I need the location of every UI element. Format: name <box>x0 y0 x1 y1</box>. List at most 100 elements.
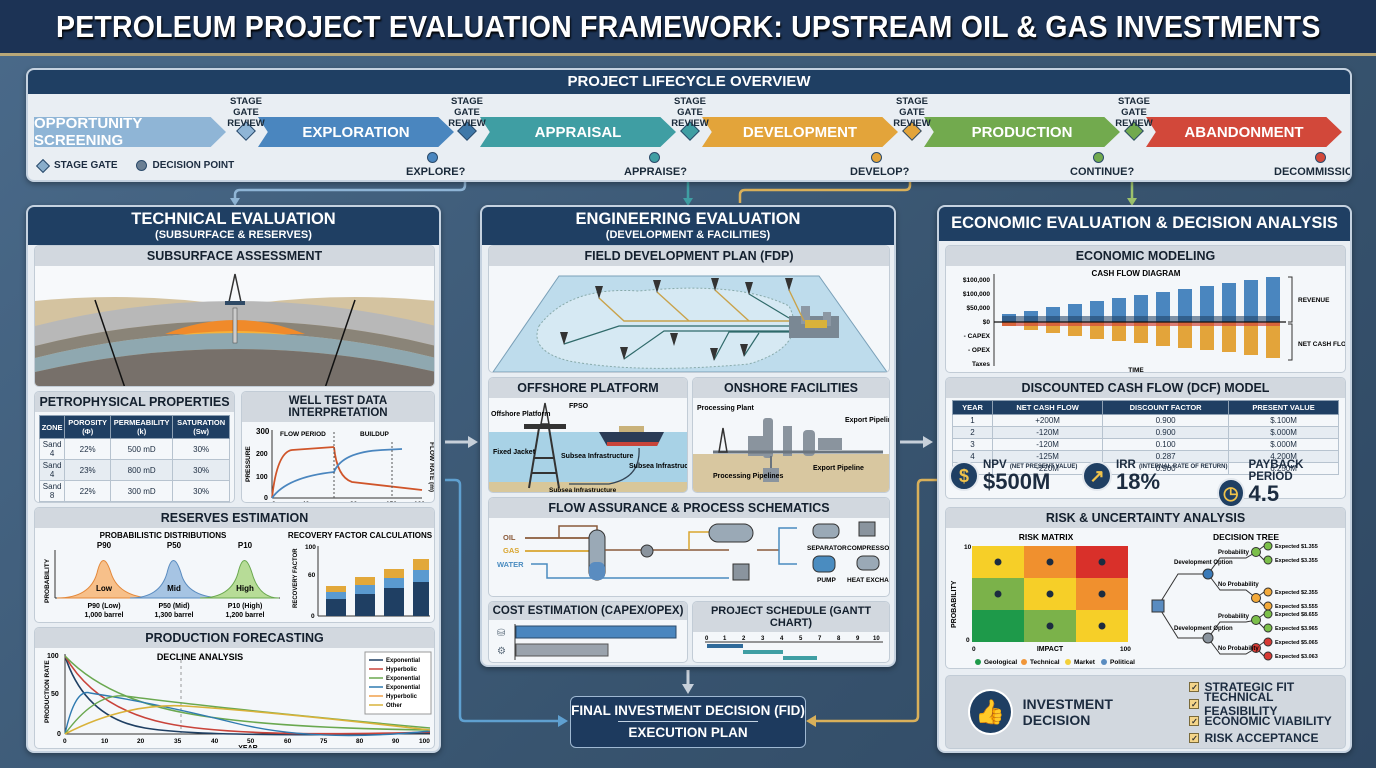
decision-point-icon[interactable] <box>871 152 882 163</box>
stage-gate-legend-icon <box>35 158 51 173</box>
forecast-legend: Exponential Hyperbolic Exponential Expon… <box>364 651 432 715</box>
stage-production[interactable]: PRODUCTION <box>924 117 1120 147</box>
checklist-item[interactable]: ✓RISK ACCEPTANCE <box>1189 730 1319 745</box>
irr-kpi: ↗ IRR (INTERNAL RATE OF RETURN)18% <box>1082 459 1227 493</box>
svg-text:$100,000: $100,000 <box>963 277 990 284</box>
svg-text:10: 10 <box>101 738 109 745</box>
decision-point-icon[interactable] <box>649 152 660 163</box>
svg-text:90: 90 <box>392 738 400 745</box>
checklist-item[interactable]: ✓STRATEGIC FIT <box>1189 679 1295 694</box>
svg-text:300: 300 <box>256 427 270 436</box>
production-forecasting: PRODUCTION FORECASTING DECLINE ANALYSIS … <box>34 627 435 749</box>
svg-text:No Probability: No Probability <box>1218 582 1259 588</box>
decision-point-icon[interactable] <box>1093 152 1104 163</box>
subsurface-assessment: SUBSURFACE ASSESSMENT <box>34 245 435 387</box>
svg-text:3: 3 <box>761 636 765 642</box>
decision-label: EXPLORE? <box>406 166 466 178</box>
risk-matrix-and-decision-tree: RISK MATRIX PROBABILITY 10 0 0 IMPACT 10… <box>951 532 1318 666</box>
offshore-platform-illustration: Offshore Platform FPSO Fixed Jacket Subs… <box>489 402 687 492</box>
svg-text:Processing Plant: Processing Plant <box>697 405 754 412</box>
svg-text:1,000 barrel: 1,000 barrel <box>85 612 124 619</box>
well-test-chart: 300 200 100 0 FLOW PERIOD BUILDUP 0 40 9… <box>245 427 434 503</box>
svg-text:PRESSURE: PRESSURE <box>245 446 252 482</box>
svg-text:- OPEX: - OPEX <box>968 347 991 354</box>
svg-text:COMPRESSOR: COMPRESSOR <box>847 545 890 552</box>
svg-text:GAS: GAS <box>503 546 519 555</box>
svg-text:P90 (Low): P90 (Low) <box>87 603 120 610</box>
decision-point-icon[interactable] <box>1315 152 1326 163</box>
checkbox-icon[interactable]: ✓ <box>1189 732 1200 743</box>
stage-appraisal[interactable]: APPRAISAL <box>480 117 676 147</box>
risk-uncertainty-analysis: RISK & UNCERTAINTY ANALYSIS RISK MATRIX … <box>945 507 1346 669</box>
svg-text:9: 9 <box>856 636 860 642</box>
svg-text:P10 (High): P10 (High) <box>228 603 263 610</box>
cost-bar-chart: ⛁ ⚙ <box>497 624 677 660</box>
lifecycle-legend: STAGE GATE DECISION POINT <box>35 158 234 173</box>
dollar-icon: $ <box>949 461 979 491</box>
svg-text:Export Pipeline: Export Pipeline <box>813 465 864 472</box>
svg-text:DECLINE ANALYSIS: DECLINE ANALYSIS <box>157 652 243 662</box>
svg-text:200: 200 <box>256 451 268 458</box>
svg-text:Exponential: Exponential <box>386 685 420 691</box>
svg-text:HEAT EXCHANGER: HEAT EXCHANGER <box>847 577 890 584</box>
decision-outcomes: Expected $1.355 Expected $3.355 Expected… <box>1263 541 1318 661</box>
svg-text:2: 2 <box>742 636 746 642</box>
svg-text:Low: Low <box>96 584 113 593</box>
svg-text:Mid: Mid <box>167 584 181 593</box>
checkbox-icon[interactable]: ✓ <box>1189 681 1200 692</box>
svg-text:10: 10 <box>964 544 972 551</box>
petrophysical-table: ZONE POROSITY (Φ) PERMEABILITY (k) SATUR… <box>38 415 230 502</box>
checkbox-icon[interactable]: ✓ <box>1189 715 1200 726</box>
svg-text:100: 100 <box>419 738 430 745</box>
svg-text:PROBABILISTIC DISTRIBUTIONS: PROBABILISTIC DISTRIBUTIONS <box>100 531 227 540</box>
svg-text:0: 0 <box>57 731 61 738</box>
checklist-item[interactable]: ✓TECHNICAL FEASIBILITY <box>1189 689 1278 718</box>
svg-text:PRODUCTION RATE: PRODUCTION RATE <box>44 660 51 723</box>
svg-text:PROBABILITY: PROBABILITY <box>951 580 958 628</box>
svg-text:⚙: ⚙ <box>497 646 506 657</box>
svg-text:P50 (Mid): P50 (Mid) <box>158 603 189 610</box>
svg-text:OIL: OIL <box>503 533 516 542</box>
checklist-item[interactable]: ✓ECONOMIC VIABILITY <box>1189 713 1332 728</box>
svg-text:Development Option: Development Option <box>1174 626 1233 632</box>
svg-text:P50: P50 <box>167 541 182 550</box>
svg-text:35: 35 <box>174 738 182 745</box>
stage-development[interactable]: DEVELOPMENT <box>702 117 898 147</box>
dcf-table: YEAR NET CASH FLOW DISCOUNT FACTOR PRESE… <box>951 400 1339 475</box>
stage-abandonment[interactable]: ABANDONMENT <box>1146 117 1342 147</box>
cost-estimation: COST ESTIMATION (CAPEX/OPEX) ⛁ ⚙ <box>488 601 688 663</box>
stage-exploration[interactable]: EXPLORATION <box>258 117 454 147</box>
svg-text:80: 80 <box>356 738 364 745</box>
svg-text:50: 50 <box>51 691 59 698</box>
decision-label: APPRAISE? <box>624 166 687 178</box>
decline-analysis-chart: DECLINE ANALYSIS PRODUCTION RATE 100 50 … <box>44 651 432 748</box>
stage-opportunity-screening[interactable]: OPPORTUNITY SCREENING <box>34 117 226 147</box>
svg-text:Geological: Geological <box>984 659 1017 666</box>
checkbox-icon[interactable]: ✓ <box>1189 698 1200 709</box>
svg-text:0: 0 <box>311 613 315 620</box>
svg-text:75: 75 <box>320 738 328 745</box>
lifecycle-panel: PROJECT LIFECYCLE OVERVIEW OPPORTUNITY S… <box>26 68 1352 182</box>
svg-text:Political: Political <box>1110 659 1135 666</box>
engineering-heading: ENGINEERING EVALUATION (DEVELOPMENT & FA… <box>482 207 894 245</box>
svg-text:10: 10 <box>873 636 880 642</box>
svg-text:Export Pipeline: Export Pipeline <box>845 417 890 424</box>
process-schematic: OIL GAS WATER SEPARATOR COMPRESSOR PUMP … <box>497 521 890 584</box>
svg-text:CASH FLOW DIAGRAM: CASH FLOW DIAGRAM <box>1092 269 1181 278</box>
svg-text:RECOVERY FACTOR CALCULATIONS: RECOVERY FACTOR CALCULATIONS <box>288 531 433 540</box>
svg-text:40: 40 <box>211 738 219 745</box>
svg-text:⛁: ⛁ <box>497 628 505 639</box>
title-bar: PETROLEUM PROJECT EVALUATION FRAMEWORK: … <box>0 0 1376 56</box>
trend-chart-icon: ↗ <box>1082 461 1112 491</box>
engineering-evaluation-panel: ENGINEERING EVALUATION (DEVELOPMENT & FA… <box>480 205 896 667</box>
final-investment-decision-box[interactable]: FINAL INVESTMENT DECISION (FID) EXECUTIO… <box>570 696 806 748</box>
field-development-map <box>492 275 888 372</box>
decision-point-icon[interactable] <box>427 152 438 163</box>
svg-text:Technical: Technical <box>1030 659 1060 666</box>
svg-text:20: 20 <box>137 738 145 745</box>
svg-text:60: 60 <box>284 738 292 745</box>
svg-text:160: 160 <box>414 501 425 503</box>
svg-text:Expected $3.063: Expected $3.063 <box>1275 654 1318 660</box>
